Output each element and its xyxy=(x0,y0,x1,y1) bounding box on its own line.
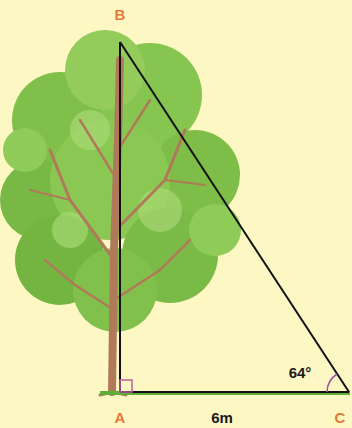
vertex-label: B xyxy=(115,7,126,22)
right-angle-mark xyxy=(120,380,132,392)
angle-arc xyxy=(327,374,337,392)
dimension-label: 6m xyxy=(211,410,233,425)
angle-label: 64° xyxy=(289,365,312,380)
ground-line xyxy=(100,391,350,395)
vertex-label: A xyxy=(115,410,126,425)
vertex-label: C xyxy=(335,410,346,425)
tree-trunk xyxy=(30,60,205,395)
triangle xyxy=(120,42,349,392)
